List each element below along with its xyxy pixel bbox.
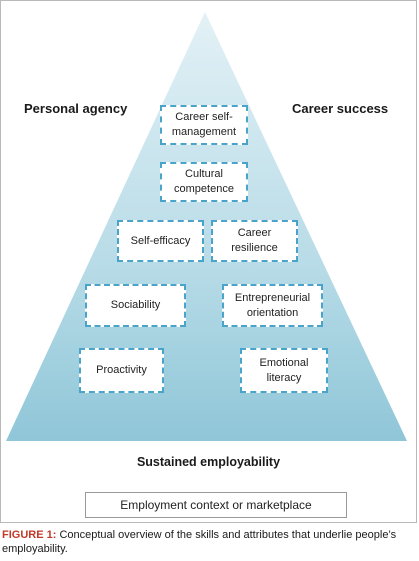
- employment-context-box: Employment context or marketplace: [85, 492, 347, 518]
- emotional-literacy-box: Emotional literacy: [240, 348, 328, 393]
- entrepreneurial-orientation-box: Entrepreneurial orientation: [222, 284, 323, 327]
- sociability-box: Sociability: [85, 284, 186, 327]
- career-self-management-box: Career self-management: [160, 105, 248, 145]
- self-efficacy-box: Self-efficacy: [117, 220, 204, 262]
- career-success-label: Career success: [292, 101, 389, 116]
- figure-caption: FIGURE 1: Conceptual overview of the ski…: [2, 528, 417, 556]
- caption-text: Conceptual overview of the skills and at…: [2, 529, 397, 555]
- caption-label: FIGURE 1:: [2, 529, 57, 541]
- personal-agency-label: Personal agency: [24, 101, 128, 116]
- sustained-employability-label: Sustained employability: [136, 455, 281, 469]
- proactivity-box: Proactivity: [79, 348, 164, 393]
- pyramid-triangle: [6, 12, 407, 441]
- cultural-competence-box: Cultural competence: [160, 162, 248, 202]
- career-resilience-box: Career resilience: [211, 220, 298, 262]
